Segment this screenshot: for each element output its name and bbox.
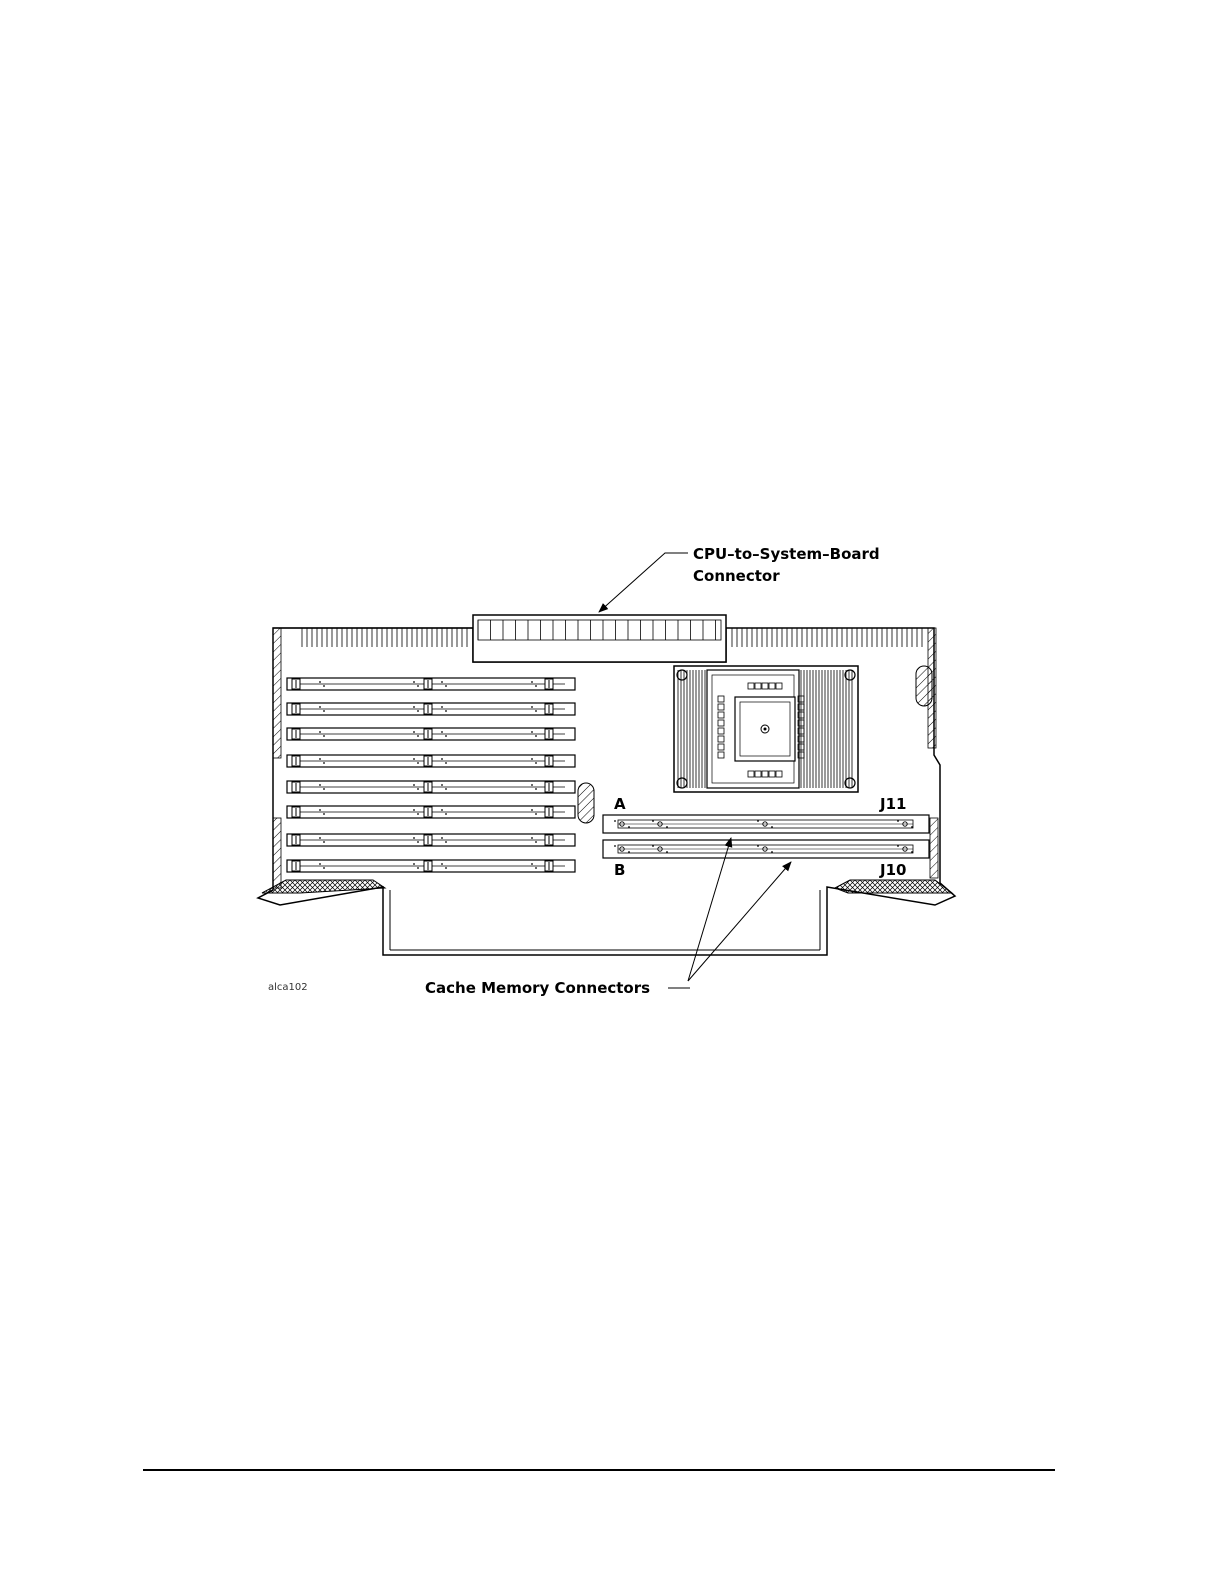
left-edge-guide-top: [273, 628, 281, 758]
memory-slot-2: [287, 703, 575, 715]
memory-slot-8: [287, 860, 575, 872]
cache-leader-to-j10: [688, 862, 791, 981]
cache-memory-connectors-label: Cache Memory Connectors: [425, 979, 650, 997]
top-edge-fingers-left: [273, 628, 473, 647]
right-ejector-latch: [835, 880, 952, 893]
slot-label-j11: J11: [879, 795, 906, 813]
right-edge-guide-bottom: [930, 818, 938, 878]
cpu-connector-label-line2: Connector: [693, 567, 780, 585]
cache-connector-j10: [603, 840, 929, 858]
slot-label-a: A: [614, 795, 626, 813]
memory-slot-6: [287, 806, 575, 818]
figure-id: alca102: [268, 982, 308, 993]
footer-rule: [143, 1469, 1055, 1471]
cpu-to-system-board-connector: [473, 615, 726, 662]
top-edge-fingers-right: [732, 628, 922, 647]
standoff-left: [578, 783, 594, 823]
slot-label-b: B: [614, 861, 625, 879]
cache-leader-to-j11: [688, 838, 731, 981]
standoff-right: [916, 666, 932, 706]
cpu-connector-label-line1: CPU–to–System–Board: [693, 545, 880, 563]
memory-slot-5: [287, 781, 575, 793]
memory-slot-4: [287, 755, 575, 767]
cpu-connector-leader: [599, 553, 688, 612]
memory-slot-3: [287, 728, 575, 740]
left-edge-guide-bottom: [273, 818, 281, 888]
memory-slot-7: [287, 834, 575, 846]
memory-slots: [287, 678, 575, 872]
cache-connector-j11: [603, 815, 929, 833]
slot-label-j10: J10: [879, 861, 906, 879]
memory-slot-1: [287, 678, 575, 690]
processor-heatsink: [674, 666, 858, 792]
